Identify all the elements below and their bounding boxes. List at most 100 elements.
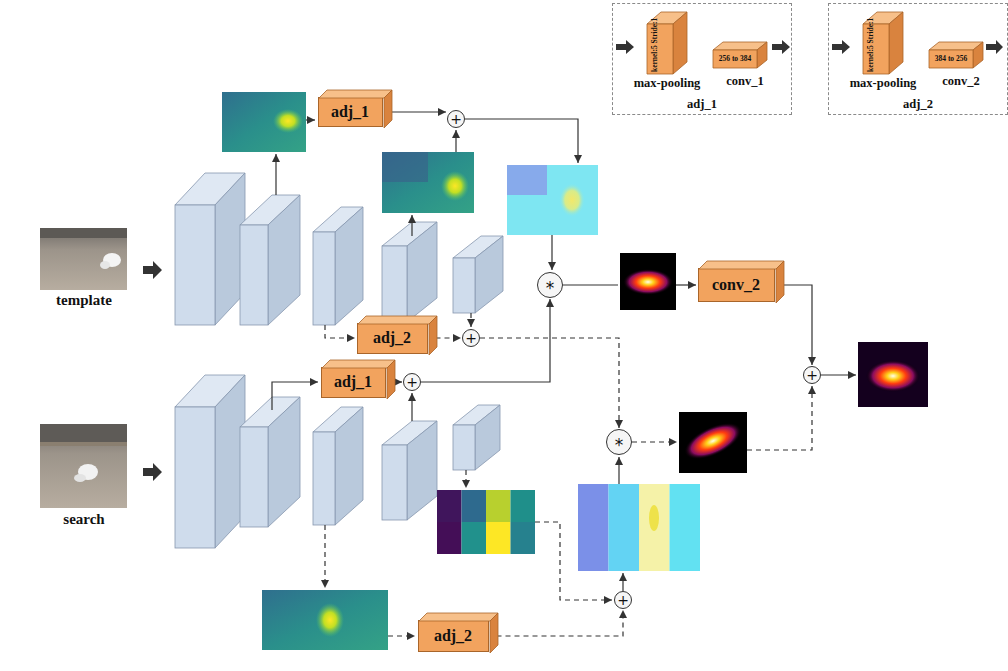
encoder-blocks (175, 407, 215, 548)
solid-line (622, 573, 623, 591)
encoder-blocks (175, 205, 215, 325)
operator-circle: + (803, 366, 821, 384)
channel-grid (511, 490, 536, 522)
block-face (713, 50, 757, 68)
encoder-blocks (313, 407, 363, 525)
response-map (620, 253, 928, 473)
solid-line (306, 119, 315, 120)
block-face (358, 316, 437, 324)
block-face (647, 24, 673, 74)
encoder-blocks (313, 207, 363, 325)
operator-circle: + (462, 329, 480, 347)
channel-stripes (670, 484, 701, 571)
adjust-box: adj_2 (418, 620, 489, 652)
inset-arrow (616, 40, 634, 54)
response-map (620, 253, 676, 310)
encoder-blocks (335, 407, 363, 525)
module-frame: kernel:5 Stride:1 max-pooling384 to 256co… (828, 3, 1008, 115)
layer-parameter: kernel:5 Stride:1 (651, 26, 669, 72)
channel-grid (486, 522, 511, 554)
inset-arrow (772, 40, 790, 54)
encoder-blocks (240, 225, 268, 325)
response-map (623, 269, 673, 295)
block-face (673, 12, 687, 74)
block-face (973, 42, 983, 68)
input-arrow (143, 463, 162, 481)
template-photo (40, 228, 127, 290)
block-face (387, 360, 395, 399)
channel-stripes (609, 484, 640, 571)
dashed-line (325, 313, 812, 636)
module-frame: kernel:5 Stride:1 max-pooling 256 to 384 co… (612, 3, 792, 115)
feature-map (441, 171, 469, 201)
layer-name: conv_1 (709, 74, 781, 88)
channel-grid (437, 490, 462, 522)
operator-symbol: * (546, 280, 555, 297)
adjust-box: adj_1 (321, 367, 386, 398)
feature-map (507, 165, 547, 195)
solid-line (676, 284, 696, 285)
encoder-blocks (175, 375, 245, 548)
solid-line (411, 215, 412, 236)
operator-symbol: + (406, 375, 418, 389)
feature-map (273, 109, 303, 133)
encoder-blocks (382, 246, 407, 322)
feature-map (382, 152, 474, 213)
dashed-line (470, 313, 471, 327)
dashed-line (535, 522, 612, 600)
encoder-blocks (382, 222, 437, 322)
encoder-blocks (240, 195, 300, 325)
dashed-line (632, 441, 677, 442)
block-face (863, 24, 889, 74)
block-face (627, 6, 707, 76)
operator-circle: * (537, 272, 563, 298)
channel-stripes (578, 484, 700, 571)
channel-grid (437, 490, 535, 554)
module-name: adj_2 (434, 627, 472, 645)
search-photo (40, 424, 127, 442)
encoder-blocks (453, 258, 475, 313)
module-name: adj_2 (373, 329, 411, 347)
encoder-blocks (268, 397, 300, 527)
channel-stripes (639, 484, 670, 571)
layer-parameter: 256 to 384 (713, 50, 757, 68)
channel-grid (462, 490, 487, 522)
encoder-blocks (453, 236, 503, 313)
block-face (322, 360, 395, 368)
solid-line (551, 235, 552, 270)
operator-symbol: * (615, 437, 624, 454)
layer-name: max-pooling (843, 76, 923, 90)
encoder-blocks (407, 421, 437, 520)
solid-line (821, 374, 856, 375)
inset-arrow (986, 40, 1003, 54)
operator-circle: * (606, 429, 632, 455)
layer-parameter: kernel:5 Stride:1 (867, 26, 885, 72)
block-face (929, 50, 973, 68)
module-name: adj_1 (334, 373, 372, 391)
feature-map (382, 152, 428, 182)
inset-arrow (832, 40, 850, 54)
encoder-blocks (313, 232, 335, 325)
layer-name: conv_2 (925, 74, 997, 88)
module-title: adj_2 (829, 97, 1007, 112)
connector (497, 610, 624, 636)
channel-grid (511, 522, 536, 554)
adjust-box: adj_2 (357, 323, 428, 354)
dashed-line (465, 470, 466, 488)
solid-line (272, 119, 856, 591)
channel-grid (486, 490, 511, 522)
block-face (699, 261, 784, 269)
layer-name: max-pooling (627, 76, 707, 90)
block-face (419, 613, 498, 621)
connector (783, 285, 813, 365)
feature-map (222, 92, 598, 650)
channel-stripes (649, 505, 659, 531)
input-arrow (143, 261, 162, 279)
channel-stripes (578, 484, 609, 571)
connector (436, 337, 462, 338)
block-face (776, 261, 784, 303)
conv-block: 384 to 256conv_2 (925, 30, 997, 90)
encoder-blocks (175, 173, 503, 548)
